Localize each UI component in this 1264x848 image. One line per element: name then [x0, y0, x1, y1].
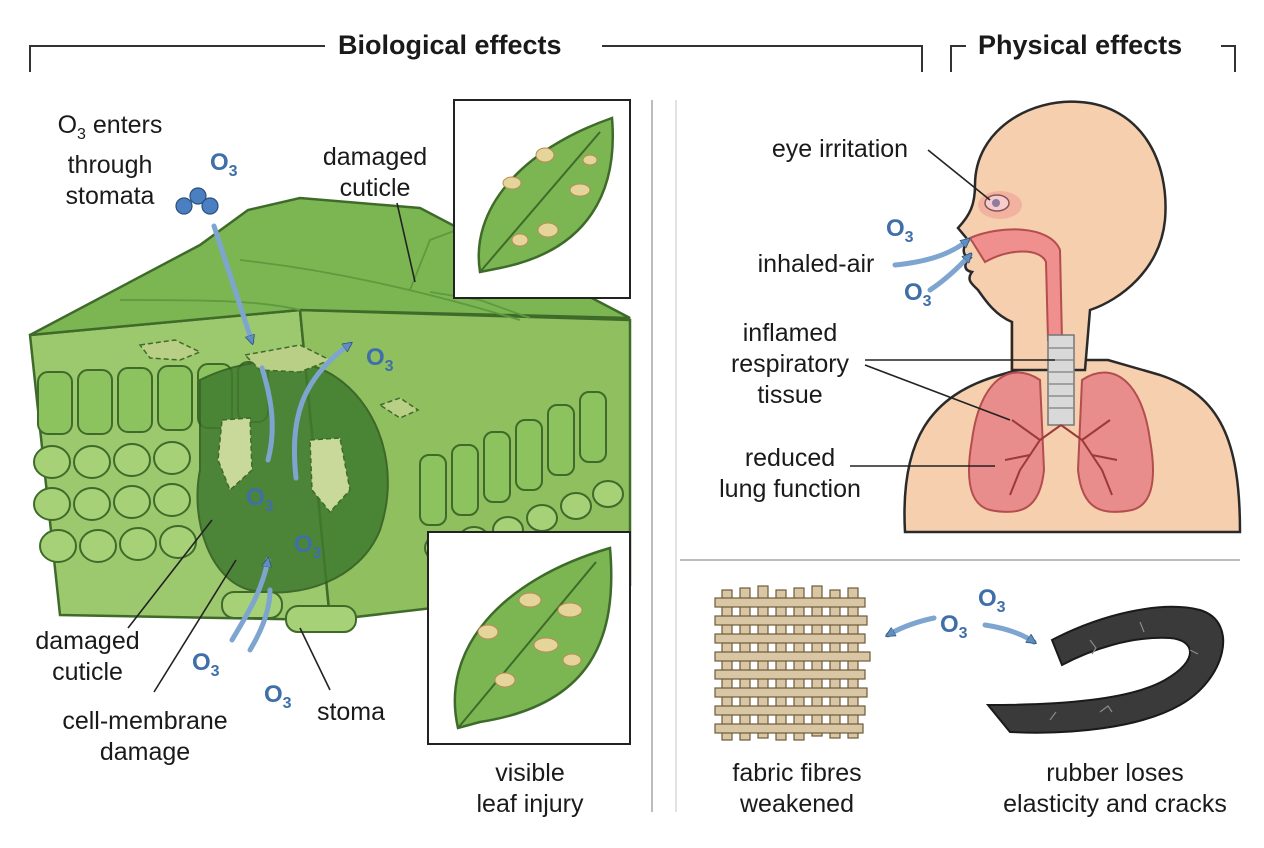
leaf-injury-inset-bottom: [427, 531, 631, 745]
o3-label: O3: [904, 279, 932, 310]
material-arrows: [888, 615, 1034, 645]
ozone-labels: O3 O3 O3 O3 O3 O3 O3 O3 O3 O3: [192, 149, 1006, 712]
header-physical-effects: Physical effects: [970, 30, 1191, 61]
o3-label: O3: [192, 649, 220, 680]
header-biological-effects: Biological effects: [330, 30, 570, 61]
ozone-flow-arrows: [211, 223, 350, 653]
inhale-arrows: [892, 237, 970, 293]
label-inhaled-air: inhaled-air: [757, 250, 875, 278]
fabric-swatch: [714, 585, 871, 741]
o3-label: O3: [886, 215, 914, 246]
ozone-molecule-icon: [175, 187, 219, 215]
o3-label: O3: [210, 149, 238, 180]
leaf-injury-inset-top: [453, 99, 631, 299]
phys-header-bracket: [950, 45, 1236, 72]
leaf-leader-lines: [127, 202, 416, 693]
o3-label: O3: [978, 585, 1006, 616]
human-figure: [903, 100, 1242, 534]
label-o3-enters-stomata: O3 enters through stomata: [57, 111, 163, 210]
o3-label: O3: [294, 531, 322, 562]
o3-label: O3: [366, 344, 394, 375]
human-leader-lines: [850, 149, 1055, 467]
o3-label: O3: [940, 611, 968, 642]
o3-label: O3: [264, 681, 292, 712]
label-eye-irritation: eye irritation: [771, 135, 909, 163]
rubber-band: [985, 605, 1225, 734]
bio-header-bracket: [29, 45, 923, 72]
label-stoma: stoma: [316, 698, 386, 726]
o3-label: O3: [246, 484, 274, 515]
